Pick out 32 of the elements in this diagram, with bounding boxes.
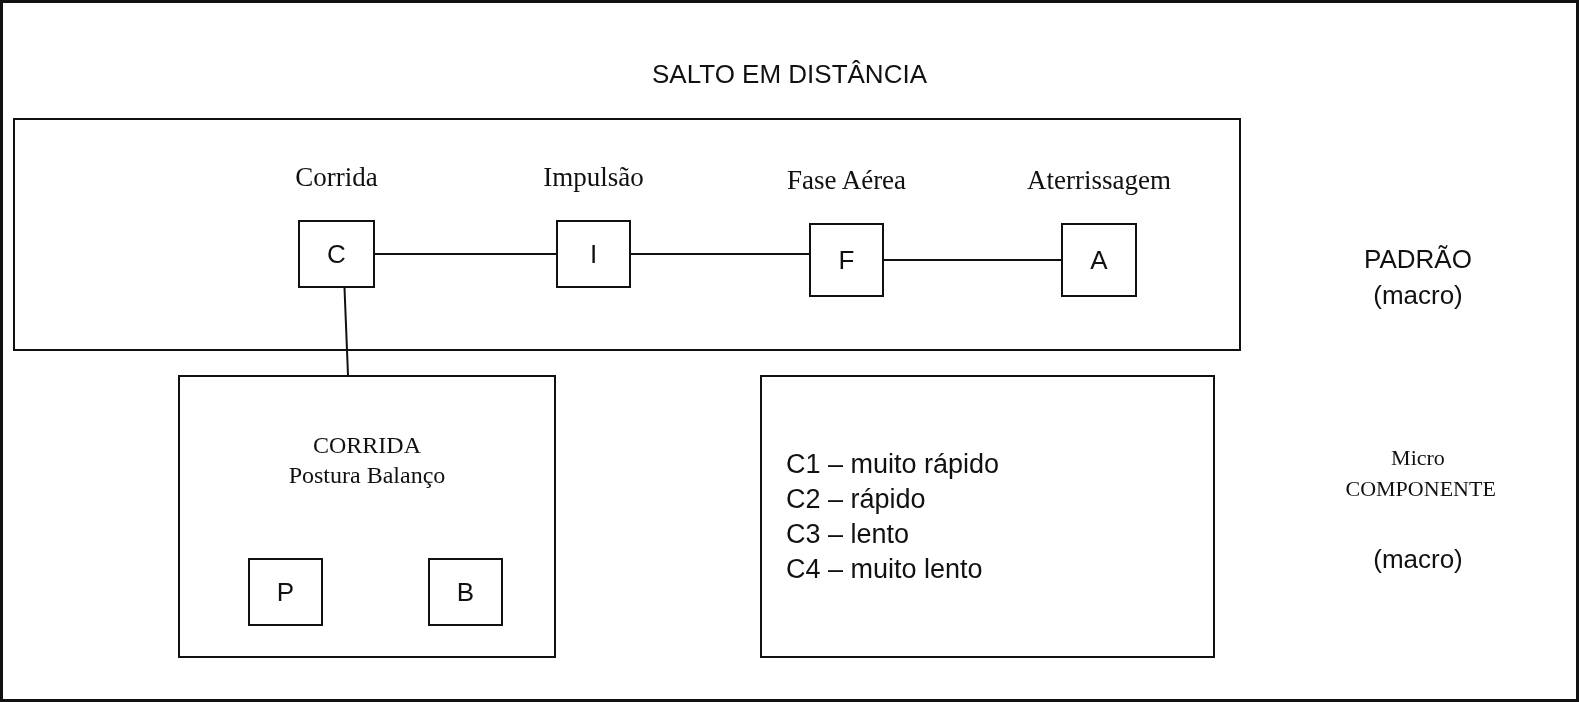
phase-label: Impulsão [543,162,644,193]
pattern-box [13,118,1241,351]
connector-line [374,253,557,255]
level-label: (macro) [1372,543,1464,576]
phase-box [178,375,556,658]
connector-line [883,259,1062,261]
letter-box [556,220,631,288]
phase-label: Aterrissagem [1027,165,1171,196]
phase-label: Corrida [295,162,378,193]
connector-line [343,287,349,376]
letter-box [248,558,323,626]
level-label: PADRÃO (macro) [1363,243,1473,313]
letter-box [809,223,884,297]
letter-label: I [589,238,598,270]
diagram-title: SALTO EM DISTÂNCIA [651,59,928,90]
list-item: C2 – rápido [786,482,926,516]
box-heading: CORRIDA [312,432,422,459]
phase-label: Fase Aérea [786,165,907,196]
letter-label: B [456,576,475,608]
list-item: C3 – lento [786,517,910,551]
letter-label: C [327,238,346,270]
box-text: Postura Balanço [287,462,447,489]
list-item: C1 – muito rápido [786,447,1000,481]
letter-box [298,220,375,288]
list-item: C4 – muito lento [786,552,983,586]
connector-line [630,253,810,255]
letter-label: P [276,576,295,608]
letter-box [1061,223,1137,297]
letter-label: A [1090,244,1108,276]
letter-label: F [838,244,855,276]
list-box [760,375,1215,658]
letter-box [428,558,503,626]
